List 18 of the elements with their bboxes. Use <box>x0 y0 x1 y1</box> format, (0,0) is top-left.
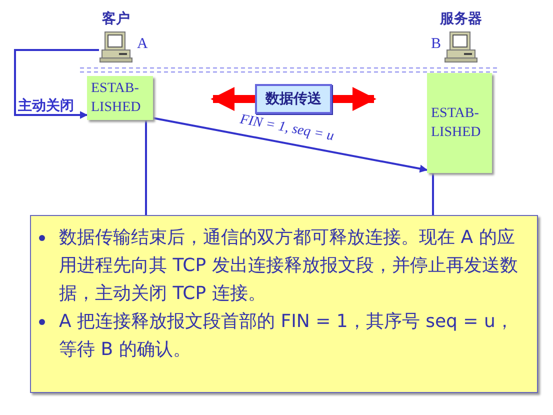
edge-label: FIN = 1, seq = u <box>238 112 335 146</box>
bullet-text: A 把连接释放报文段首部的 FIN = 1，其序号 seq = u，等待 B 的确认。 <box>59 311 514 360</box>
state-box: ESTAB- LISHED <box>87 76 153 120</box>
label-box: 数据传送 <box>255 84 332 114</box>
arrow <box>14 49 99 119</box>
arrow <box>152 117 428 173</box>
thick-arrow <box>210 87 255 111</box>
host-label: 服务器 <box>440 10 482 28</box>
note-box <box>30 215 538 393</box>
bullet-text: 数据传输结束后，通信的双方都可释放连接。现在 A 的应用进程先向其 TCP 发出连接释放报文段，并停止再发送数据，主动关闭 TCP 连接。 <box>59 227 518 304</box>
timeline <box>432 173 434 215</box>
host-letter: A <box>137 36 148 53</box>
thick-arrow <box>332 87 376 111</box>
edge-label: 主动关闭 <box>18 98 74 114</box>
state-box: ESTAB- LISHED <box>427 73 492 173</box>
timeline <box>145 120 147 215</box>
host-label: 客户 <box>102 10 130 28</box>
host-letter: B <box>431 36 442 53</box>
